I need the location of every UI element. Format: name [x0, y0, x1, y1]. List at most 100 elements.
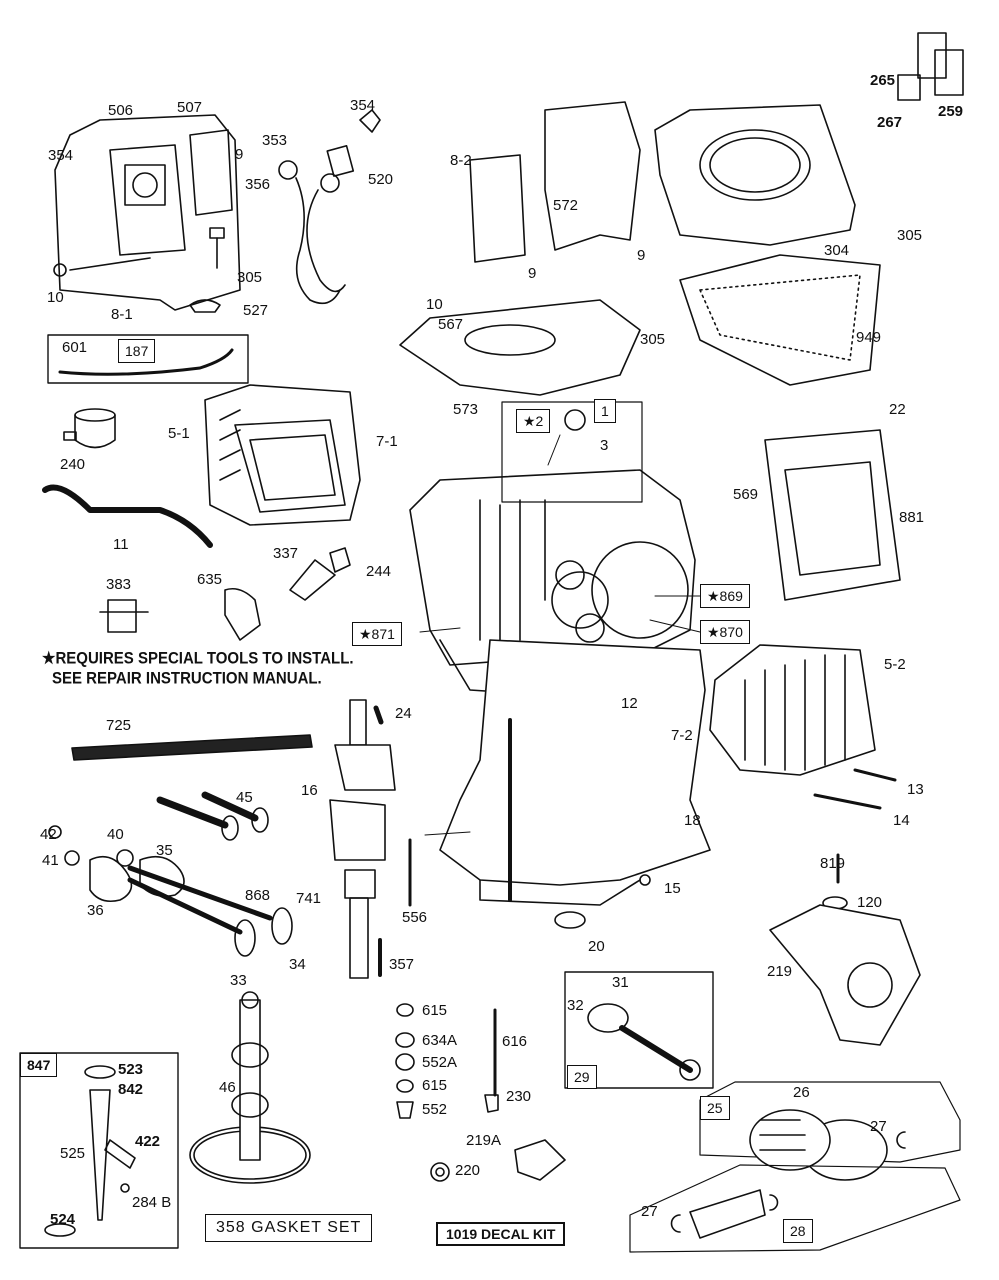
decal-kit-label: 1019 DECAL KIT: [436, 1222, 566, 1246]
part-label: 572: [553, 197, 579, 214]
screen-949-drawing: [679, 254, 881, 386]
bolt-305-drawing: [189, 227, 225, 313]
part-label: 32: [567, 997, 584, 1014]
part-label: 725: [106, 717, 132, 734]
part-label: 12: [621, 695, 638, 712]
small-parts-drawing: [395, 1003, 566, 1182]
baffle-573-drawing: [399, 299, 641, 396]
part-label: 5-2: [884, 656, 906, 673]
part-label: 230: [506, 1088, 532, 1105]
fuel-line-box: [47, 334, 249, 384]
part-label: 15: [664, 880, 681, 897]
part-label: 42: [40, 826, 57, 843]
fuel-filter-drawing: [63, 408, 116, 449]
air-cover-8-2-drawing: [469, 154, 526, 263]
label-box-871: ★871: [352, 622, 402, 646]
part-label: 601: [62, 339, 88, 356]
part-label: 33: [230, 972, 247, 989]
part-label: 13: [907, 781, 924, 798]
part-label: 615: [422, 1002, 448, 1019]
part-label: 7-1: [376, 433, 398, 450]
part-label: 357: [389, 956, 415, 973]
part-label: 18: [684, 812, 701, 829]
part-label: 24: [395, 705, 412, 722]
part-label: 46: [219, 1079, 236, 1096]
part-label: 634A: [422, 1032, 458, 1049]
piston-pin-drawing: [670, 1189, 779, 1239]
control-bracket-drawing: [53, 114, 241, 311]
part-label: 20: [588, 938, 605, 955]
ground-wire-drawing: [278, 109, 381, 305]
cylinder-head-5-2-drawing: [709, 644, 876, 776]
part-label: 525: [60, 1145, 86, 1162]
clip-259-drawing: [897, 32, 964, 101]
part-label: 305: [640, 331, 666, 348]
sensor-337-drawing: [289, 547, 351, 601]
part-label: 259: [938, 103, 964, 120]
part-label: 569: [733, 486, 759, 503]
part-label: 244: [366, 563, 392, 580]
part-label: 9: [637, 247, 646, 264]
part-label: 337: [273, 545, 299, 562]
part-label: 556: [402, 909, 428, 926]
part-label: 219A: [466, 1132, 502, 1149]
part-label: 36: [87, 902, 104, 919]
part-label: 305: [897, 227, 923, 244]
part-label: 9: [528, 265, 537, 282]
elbow-fitting-drawing: [224, 587, 261, 641]
part-label: 27: [870, 1118, 887, 1135]
part-label: 949: [856, 329, 882, 346]
part-label: 567: [438, 316, 464, 333]
part-label: 9: [235, 146, 244, 163]
part-label: 219: [767, 963, 793, 980]
part-label: 354: [350, 97, 376, 114]
part-label: 31: [612, 974, 629, 991]
leader-lines: [419, 434, 701, 836]
part-label: 506: [108, 102, 134, 119]
part-label: 16: [301, 782, 318, 799]
part-label: 552: [422, 1101, 448, 1118]
part-label: 304: [824, 242, 850, 259]
part-label: 45: [236, 789, 253, 806]
part-label: 7-2: [671, 727, 693, 744]
part-label: 26: [793, 1084, 810, 1101]
part-label: 27: [641, 1203, 658, 1220]
part-label: 5-1: [168, 425, 190, 442]
breather-tube-drawing: [42, 484, 213, 548]
label-box-2: ★2: [516, 409, 551, 433]
gasket-569-drawing: [764, 429, 901, 601]
valves-drawing: [48, 791, 293, 957]
part-label: 422: [135, 1133, 161, 1150]
label-box-1: 1: [594, 399, 616, 423]
part-label: 741: [296, 890, 322, 907]
part-label: 120: [857, 894, 883, 911]
part-label: 265: [870, 72, 896, 89]
dipstick-drawing: [44, 1065, 136, 1237]
part-label: 22: [889, 401, 906, 418]
label-box-29: 29: [567, 1065, 597, 1089]
part-label: 383: [106, 576, 132, 593]
part-label: 524: [50, 1211, 76, 1228]
part-label: 527: [243, 302, 269, 319]
part-label: 819: [820, 855, 846, 872]
label-box-187: 187: [118, 339, 156, 363]
part-label: 240: [60, 456, 86, 473]
part-label: 353: [262, 132, 288, 149]
part-label: 616: [502, 1033, 528, 1050]
part-label: 354: [48, 147, 74, 164]
connecting-rod-drawing: [587, 1003, 701, 1081]
part-label: 34: [289, 956, 306, 973]
part-label: 3: [600, 437, 609, 454]
piston-drawing: [749, 1109, 906, 1181]
repair-manual-note: SEE REPAIR INSTRUCTION MANUAL.: [52, 669, 322, 688]
part-label: 523: [118, 1061, 144, 1078]
special-tools-note: ★REQUIRES SPECIAL TOOLS TO INSTALL.: [42, 649, 354, 668]
part-label: 8-1: [111, 306, 133, 323]
part-label: 520: [368, 171, 394, 188]
label-box-870: ★870: [700, 620, 750, 644]
part-label: 842: [118, 1081, 144, 1098]
part-label: 868: [245, 887, 271, 904]
label-box-847: 847: [20, 1053, 58, 1077]
